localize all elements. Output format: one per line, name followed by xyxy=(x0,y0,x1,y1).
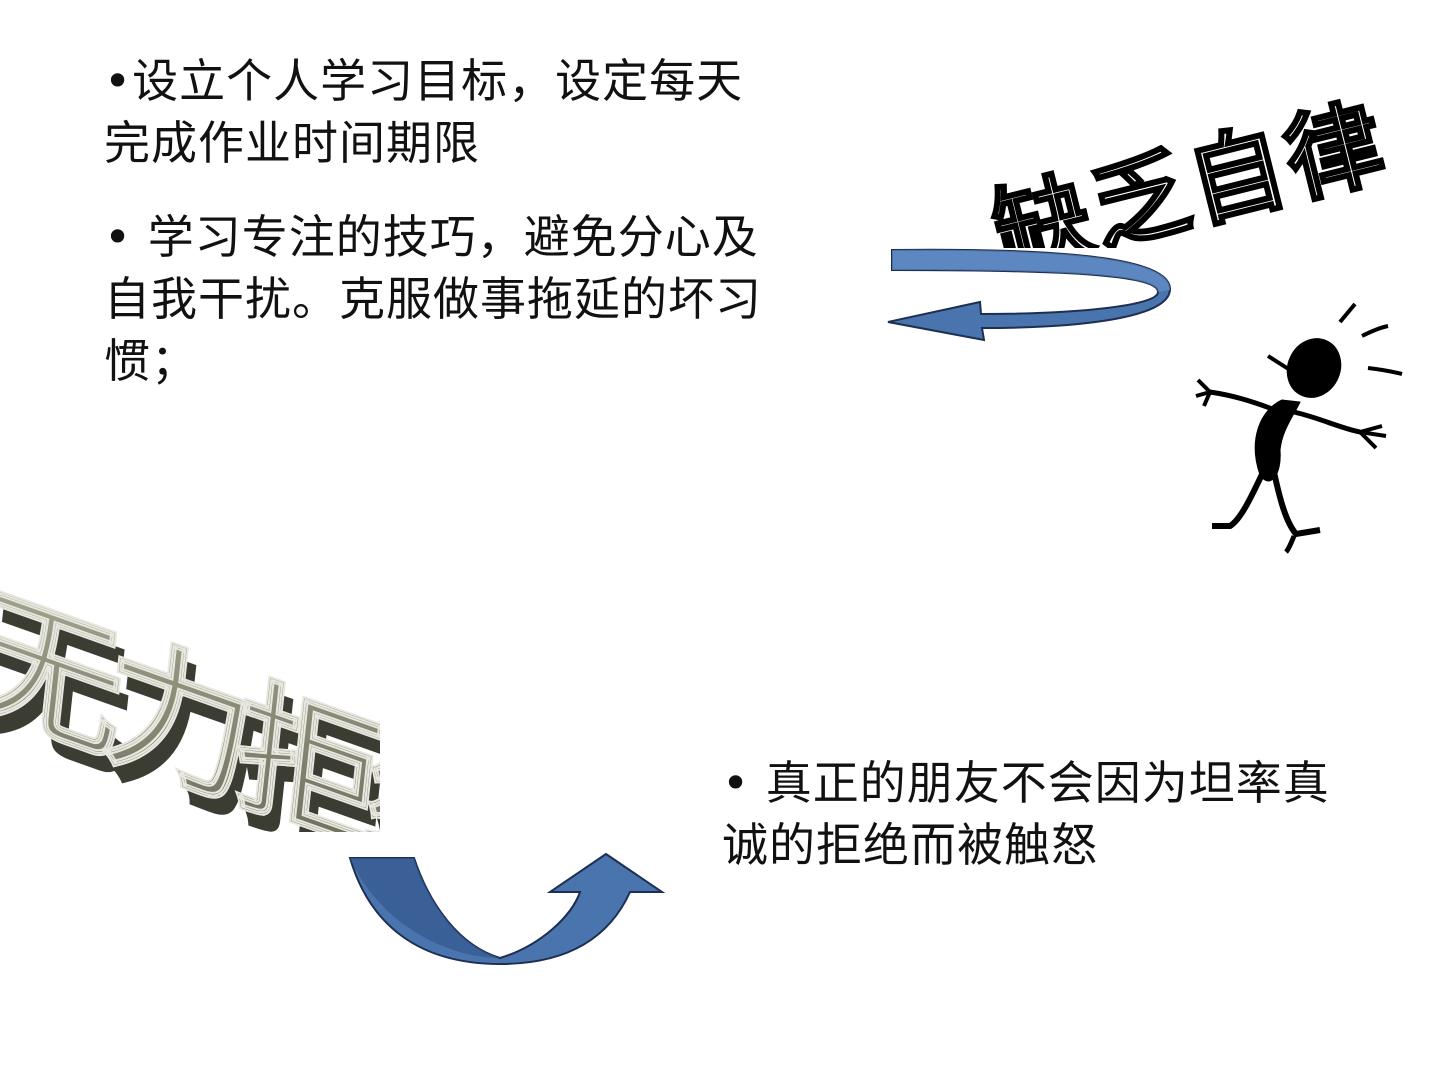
bullet-study-goals: •设立个人学习目标，设定每天完成作业时间期限 xyxy=(104,54,744,170)
u-turn-arrow-icon xyxy=(348,852,666,966)
wordart-unable-to-refuse: 无力拒绝 无力拒绝 xyxy=(0,563,380,832)
stick-figure-icon xyxy=(1195,302,1403,554)
wordart-unable-to-refuse-text: 无力拒绝 xyxy=(0,564,380,832)
bullet-focus-skills: • 学习专注的技巧，避免分心及自我干扰。克服做事拖延的坏习惯； xyxy=(104,210,762,388)
loop-arrow-icon xyxy=(887,248,1172,342)
wordart-lack-self-discipline-text: 缺乏自律 xyxy=(983,85,1398,248)
bullet-true-friends: • 真正的朋友不会因为坦率真诚的拒绝而被触怒 xyxy=(722,756,1330,872)
wordart-lack-self-discipline: 缺乏自律 xyxy=(981,84,1399,248)
